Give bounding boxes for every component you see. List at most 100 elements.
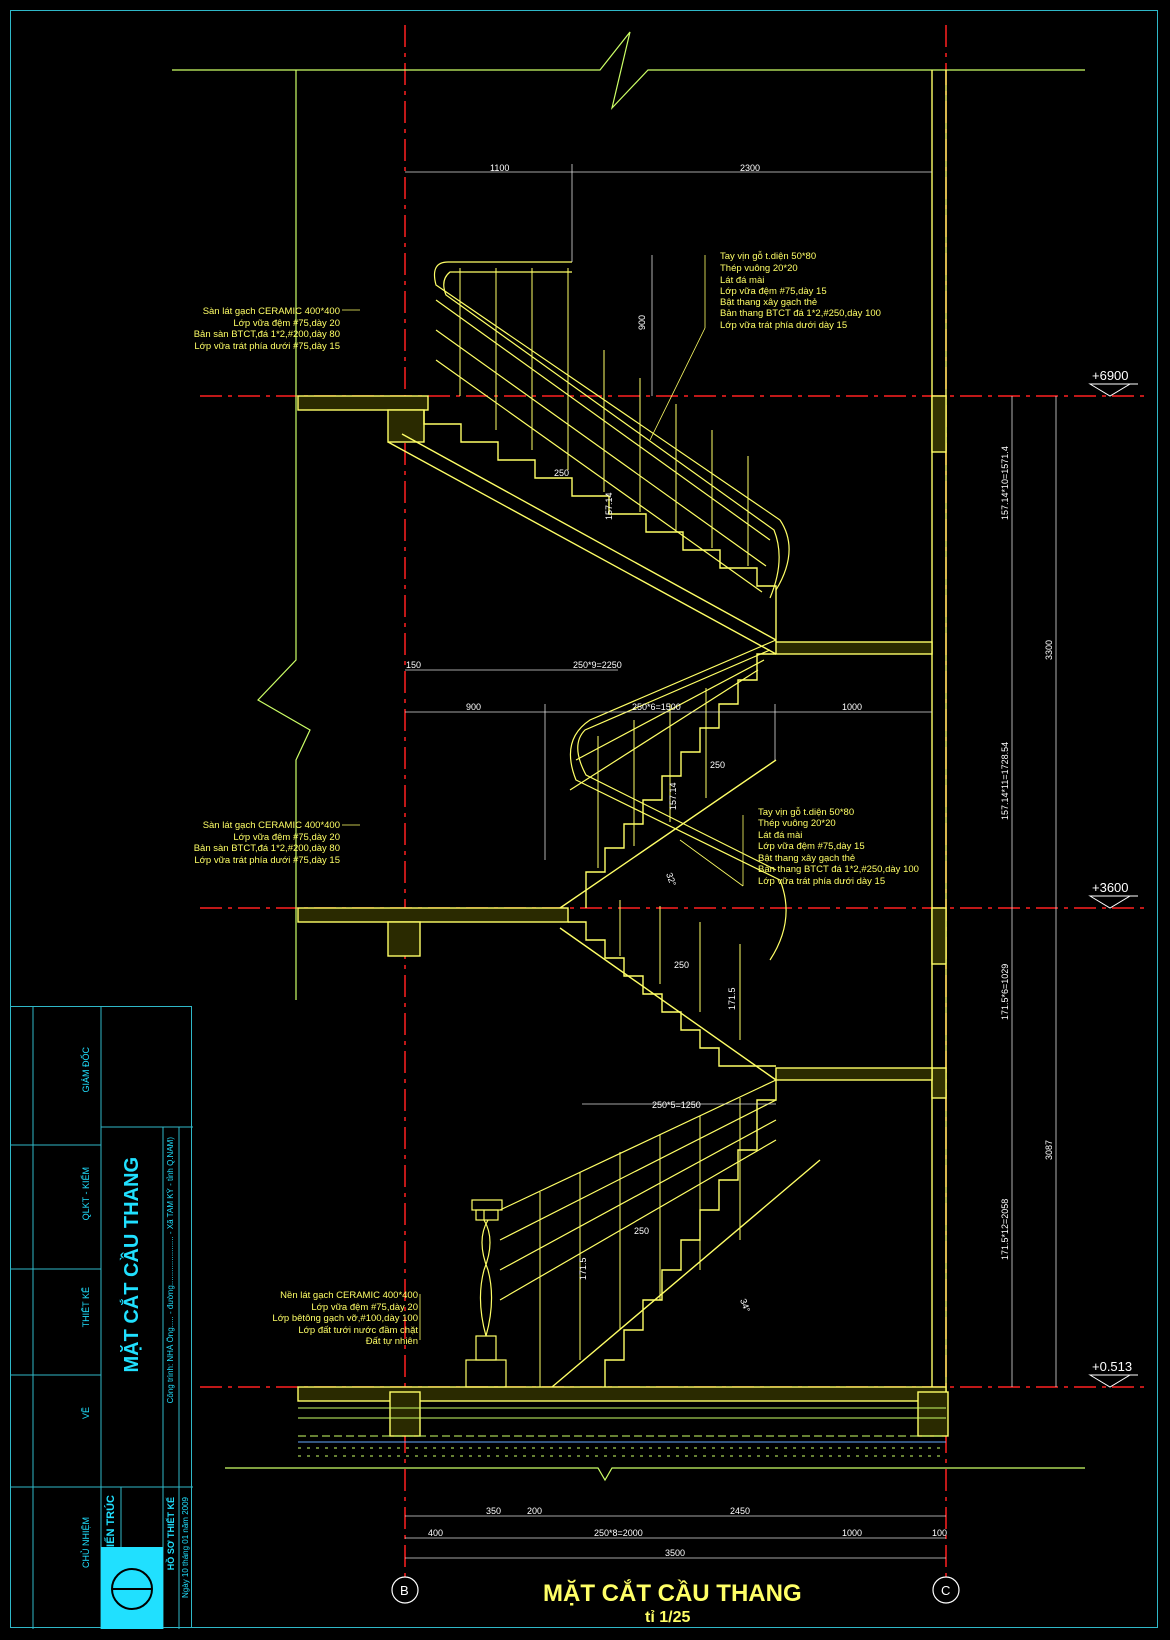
- dim-right-2: 3300: [1044, 640, 1054, 660]
- dim-bottom-e: 250*8=2000: [594, 1528, 643, 1538]
- bottom-flight-soffit: [551, 1159, 821, 1388]
- dim-low-angle: 34°: [738, 1297, 752, 1314]
- dim-bottom-total: 3500: [665, 1548, 685, 1558]
- note-mr-2: Lát đá mài: [758, 830, 802, 841]
- dim-lower-tread: 250: [674, 960, 689, 970]
- dim-top-left: 1100: [490, 163, 509, 173]
- middle-flight-steps: [585, 653, 776, 908]
- title-block-grid: [11, 1007, 193, 1629]
- title-block-type: HỒ SƠ THIẾT KẾ: [166, 1497, 176, 1571]
- dim-right-6: 171.5*12=2058: [1000, 1199, 1010, 1260]
- ground-layers: [298, 1407, 946, 1457]
- newel-post: [465, 1199, 507, 1388]
- slab-3600: [297, 907, 569, 923]
- note-mr-1: Thép vuông 20*20: [758, 818, 836, 829]
- note-tr-0: Tay vịn gỗ t.diện 50*80: [720, 251, 816, 262]
- note-mr-3: Lớp vữa đệm #75,dày 15: [758, 841, 865, 852]
- dim-lower-rise: 171.5: [727, 987, 737, 1010]
- note-tr-3: Lớp vữa đệm #75,dày 15: [720, 286, 827, 297]
- drawing-texts: 1100 2300 900 250*9=2250 150 900 250*6=1…: [400, 163, 1132, 1626]
- dim-right-4: 171.5*6=1029: [1000, 964, 1010, 1020]
- dim-top-right: 2300: [740, 163, 760, 173]
- beam-6900: [387, 409, 425, 443]
- grid-bubble-b: [391, 1576, 419, 1604]
- dim-upper-rise: 157.14: [604, 492, 614, 520]
- grid-label-c: C: [941, 1583, 950, 1598]
- level-markers: [1088, 383, 1138, 1388]
- dim-bottom-tread: 250: [634, 1226, 649, 1236]
- dim-mid-left: 900: [466, 702, 481, 712]
- title-block-discipline: KIẾN TRÚC: [105, 1495, 117, 1555]
- note-bl-1: Lớp vữa đệm #75,dày 20: [311, 1302, 418, 1313]
- note-bl-4: Đất tự nhiên: [366, 1336, 418, 1347]
- dim-right-1: 157.14*10=1571.4: [1000, 446, 1010, 520]
- dim-mid-center: 250*6=1500: [632, 702, 681, 712]
- right-wall: [931, 70, 947, 1395]
- title-block-project: Công trình: NHÀ Ông..... - đường........…: [166, 1137, 175, 1404]
- dim-mid-angle: 32°: [664, 871, 678, 888]
- title-block-sheet-title: MẶT CẮT CẦU THANG: [121, 1157, 143, 1373]
- bottom-flight-steps: [604, 1080, 777, 1387]
- handrail-lower: [499, 1079, 777, 1211]
- role-ve: VẼ: [81, 1407, 91, 1420]
- lower-upper-flight-steps: [568, 921, 776, 1067]
- note-bl-3: Lớp đất tưới nước đầm chặt: [298, 1325, 418, 1336]
- notes-bottom-left: Nền lát gạch CERAMIC 400*400 Lớp vữa đệm…: [272, 1290, 418, 1347]
- role-thiet-ke: THIẾT KẾ: [81, 1287, 91, 1328]
- note-tl-3: Lớp vữa trát phía dưới #75,dày 15: [194, 341, 340, 352]
- break-lines: [172, 31, 1085, 1482]
- grid-label-b: B: [400, 1583, 409, 1598]
- dim-rail-height: 900: [637, 315, 647, 330]
- dim-top-offset: 150: [406, 660, 421, 670]
- dim-bottom-b: 200: [527, 1506, 542, 1516]
- note-tr-2: Lát đá mài: [720, 275, 764, 286]
- upper-flight-steps: [423, 410, 777, 642]
- note-tl-2: Bản sàn BTCT,đá 1*2,#200,dày 80: [194, 329, 340, 340]
- upper-flight-soffit: [387, 441, 777, 655]
- level-top-label: +6900: [1092, 368, 1129, 383]
- notes-top-right: Tay vịn gỗ t.diện 50*80 Thép vuông 20*20…: [720, 251, 881, 331]
- slab-6900: [297, 395, 429, 411]
- title-block: GIÁM ĐỐC QLKT - KIỂM THIẾT KẾ VẼ CHỦ NHI…: [10, 1006, 193, 1629]
- grid-bubble-c: [932, 1576, 960, 1604]
- role-giam-doc: GIÁM ĐỐC: [81, 1047, 91, 1093]
- handrail-middle: [569, 639, 787, 961]
- title-block-date: Ngày 10 tháng 01 năm 2009: [181, 1497, 190, 1598]
- note-tl-0: Sàn lát gạch CERAMIC 400*400: [203, 306, 340, 317]
- dim-bottom-c: 2450: [730, 1506, 750, 1516]
- drawing-frame: [10, 10, 1158, 1628]
- drawing-title: MẶT CẮT CẦU THANG: [543, 1579, 802, 1607]
- dim-mid-tread: 250: [710, 760, 725, 770]
- note-mr-6: Lớp vữa trát phía dưới dày 15: [758, 876, 885, 887]
- bottom-break-line: [225, 1467, 1085, 1482]
- dim-bottom-d: 400: [428, 1528, 443, 1538]
- notes-mid-right: Tay vịn gỗ t.diện 50*80 Thép vuông 20*20…: [758, 807, 919, 887]
- role-chu-nhiem: CHỦ NHIỆM: [81, 1517, 91, 1568]
- landing-lower: [775, 1067, 933, 1081]
- note-ml-1: Lớp vữa đệm #75,dày 20: [233, 832, 340, 843]
- left-break-line: [257, 70, 311, 1000]
- grid-bubbles: [391, 1576, 960, 1604]
- notes-top-left: Sàn lát gạch CERAMIC 400*400 Lớp vữa đệm…: [194, 306, 340, 352]
- landing-upper: [775, 641, 933, 655]
- note-tr-1: Thép vuông 20*20: [720, 263, 798, 274]
- dim-right-5: 3087: [1044, 1140, 1054, 1160]
- handrails: [433, 261, 790, 1301]
- dim-upper-tread: 250: [554, 468, 569, 478]
- floor-slabs: [297, 395, 949, 1437]
- notes-mid-left: Sàn lát gạch CERAMIC 400*400 Lớp vữa đệm…: [194, 820, 340, 866]
- dim-low-run: 250*5=1250: [652, 1100, 701, 1110]
- note-tr-4: Bật thang xây gạch thẻ: [720, 297, 817, 308]
- dim-bottom-a: 350: [486, 1506, 501, 1516]
- handrail-upper: [433, 261, 790, 591]
- note-ml-3: Lớp vữa trát phía dưới #75,dày 15: [194, 855, 340, 866]
- dim-right-3: 157.14*11=1728.54: [1000, 742, 1010, 820]
- drawing-scale: tỉ 1/25: [645, 1609, 690, 1626]
- level-mid-label: +3600: [1092, 880, 1129, 895]
- footing-right: [917, 1391, 949, 1437]
- note-bl-2: Lớp bêtông gạch vỡ,#100,dày 100: [272, 1313, 418, 1324]
- top-break-line: [172, 31, 1085, 111]
- note-tr-5: Bản thang BTCT đá 1*2,#250,dày 100: [720, 308, 881, 319]
- dim-bottom-g: 100: [932, 1528, 947, 1538]
